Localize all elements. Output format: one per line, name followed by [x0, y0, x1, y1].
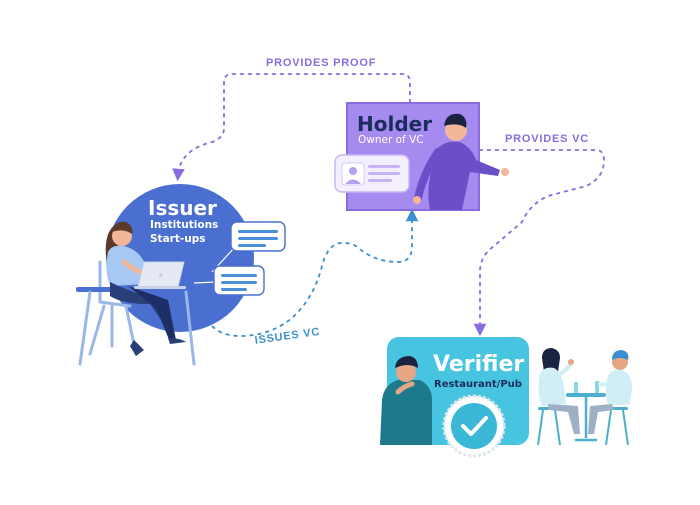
- holder-subtitle: Owner of VC: [358, 134, 424, 146]
- verifier-title: Verifier: [433, 352, 525, 377]
- issues-vc-arrow: [211, 208, 419, 337]
- provides-proof-label: PROVIDES PROOF: [266, 57, 377, 69]
- provides-vc-arrow: [473, 149, 605, 337]
- chat-bubble-icon: [211, 221, 286, 273]
- provides-vc-label: PROVIDES VC: [505, 133, 589, 145]
- laptop-icon: [134, 261, 186, 289]
- holder-title: Holder: [357, 112, 433, 136]
- verifier-person-illustration: [380, 356, 432, 445]
- chat-bubble-icon: [193, 265, 265, 296]
- restaurant-scene-illustration: [537, 348, 632, 446]
- issuer-line-1: Institutions: [150, 219, 219, 231]
- provides-proof-arrow: [172, 73, 411, 182]
- holder-person-illustration: [413, 113, 509, 210]
- id-card-icon: [334, 154, 410, 193]
- issuer-title: Issuer: [148, 196, 217, 220]
- verified-badge-icon: [442, 394, 506, 458]
- verifier-subtitle: Restaurant/Pub: [434, 379, 522, 390]
- issuer-person-illustration: [105, 221, 186, 356]
- issuer-line-2: Start-ups: [150, 233, 206, 245]
